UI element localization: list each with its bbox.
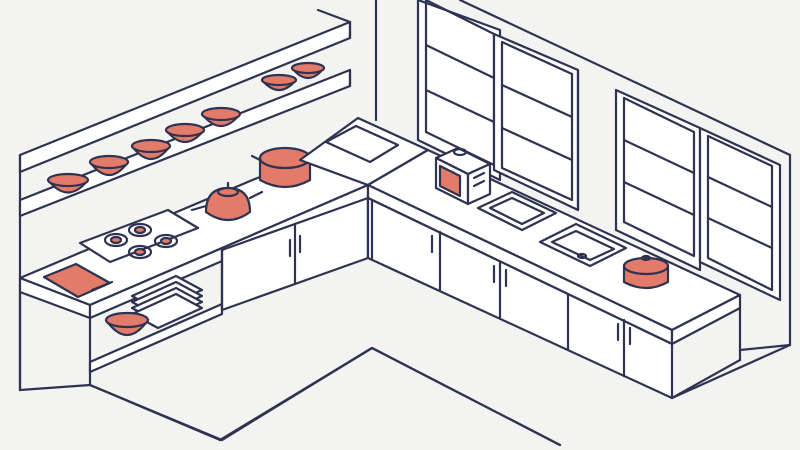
- microwave: [434, 146, 492, 206]
- sink-left: [476, 190, 558, 232]
- bowl-1: [46, 172, 90, 194]
- bowls: [46, 61, 326, 194]
- back-wall-right: [374, 0, 792, 347]
- small-pot: [622, 254, 670, 290]
- window-left: [416, 0, 580, 212]
- sink-right: [538, 222, 628, 268]
- cutting-board: [42, 262, 114, 299]
- bowl-5: [200, 106, 242, 128]
- bowl-7: [290, 61, 326, 80]
- bowl-3: [130, 138, 172, 161]
- bowl-under-counter: [104, 311, 150, 337]
- stove-cooktop: [78, 208, 200, 264]
- window-right: [614, 88, 782, 302]
- kettle: [190, 181, 264, 222]
- bowl-2: [88, 154, 130, 177]
- stacked-trays: [130, 274, 204, 330]
- floor: [88, 343, 792, 447]
- floor-outline: [88, 343, 792, 447]
- bowl-4: [164, 122, 206, 144]
- bowl-6: [260, 73, 298, 92]
- cooking-pot: [250, 146, 322, 189]
